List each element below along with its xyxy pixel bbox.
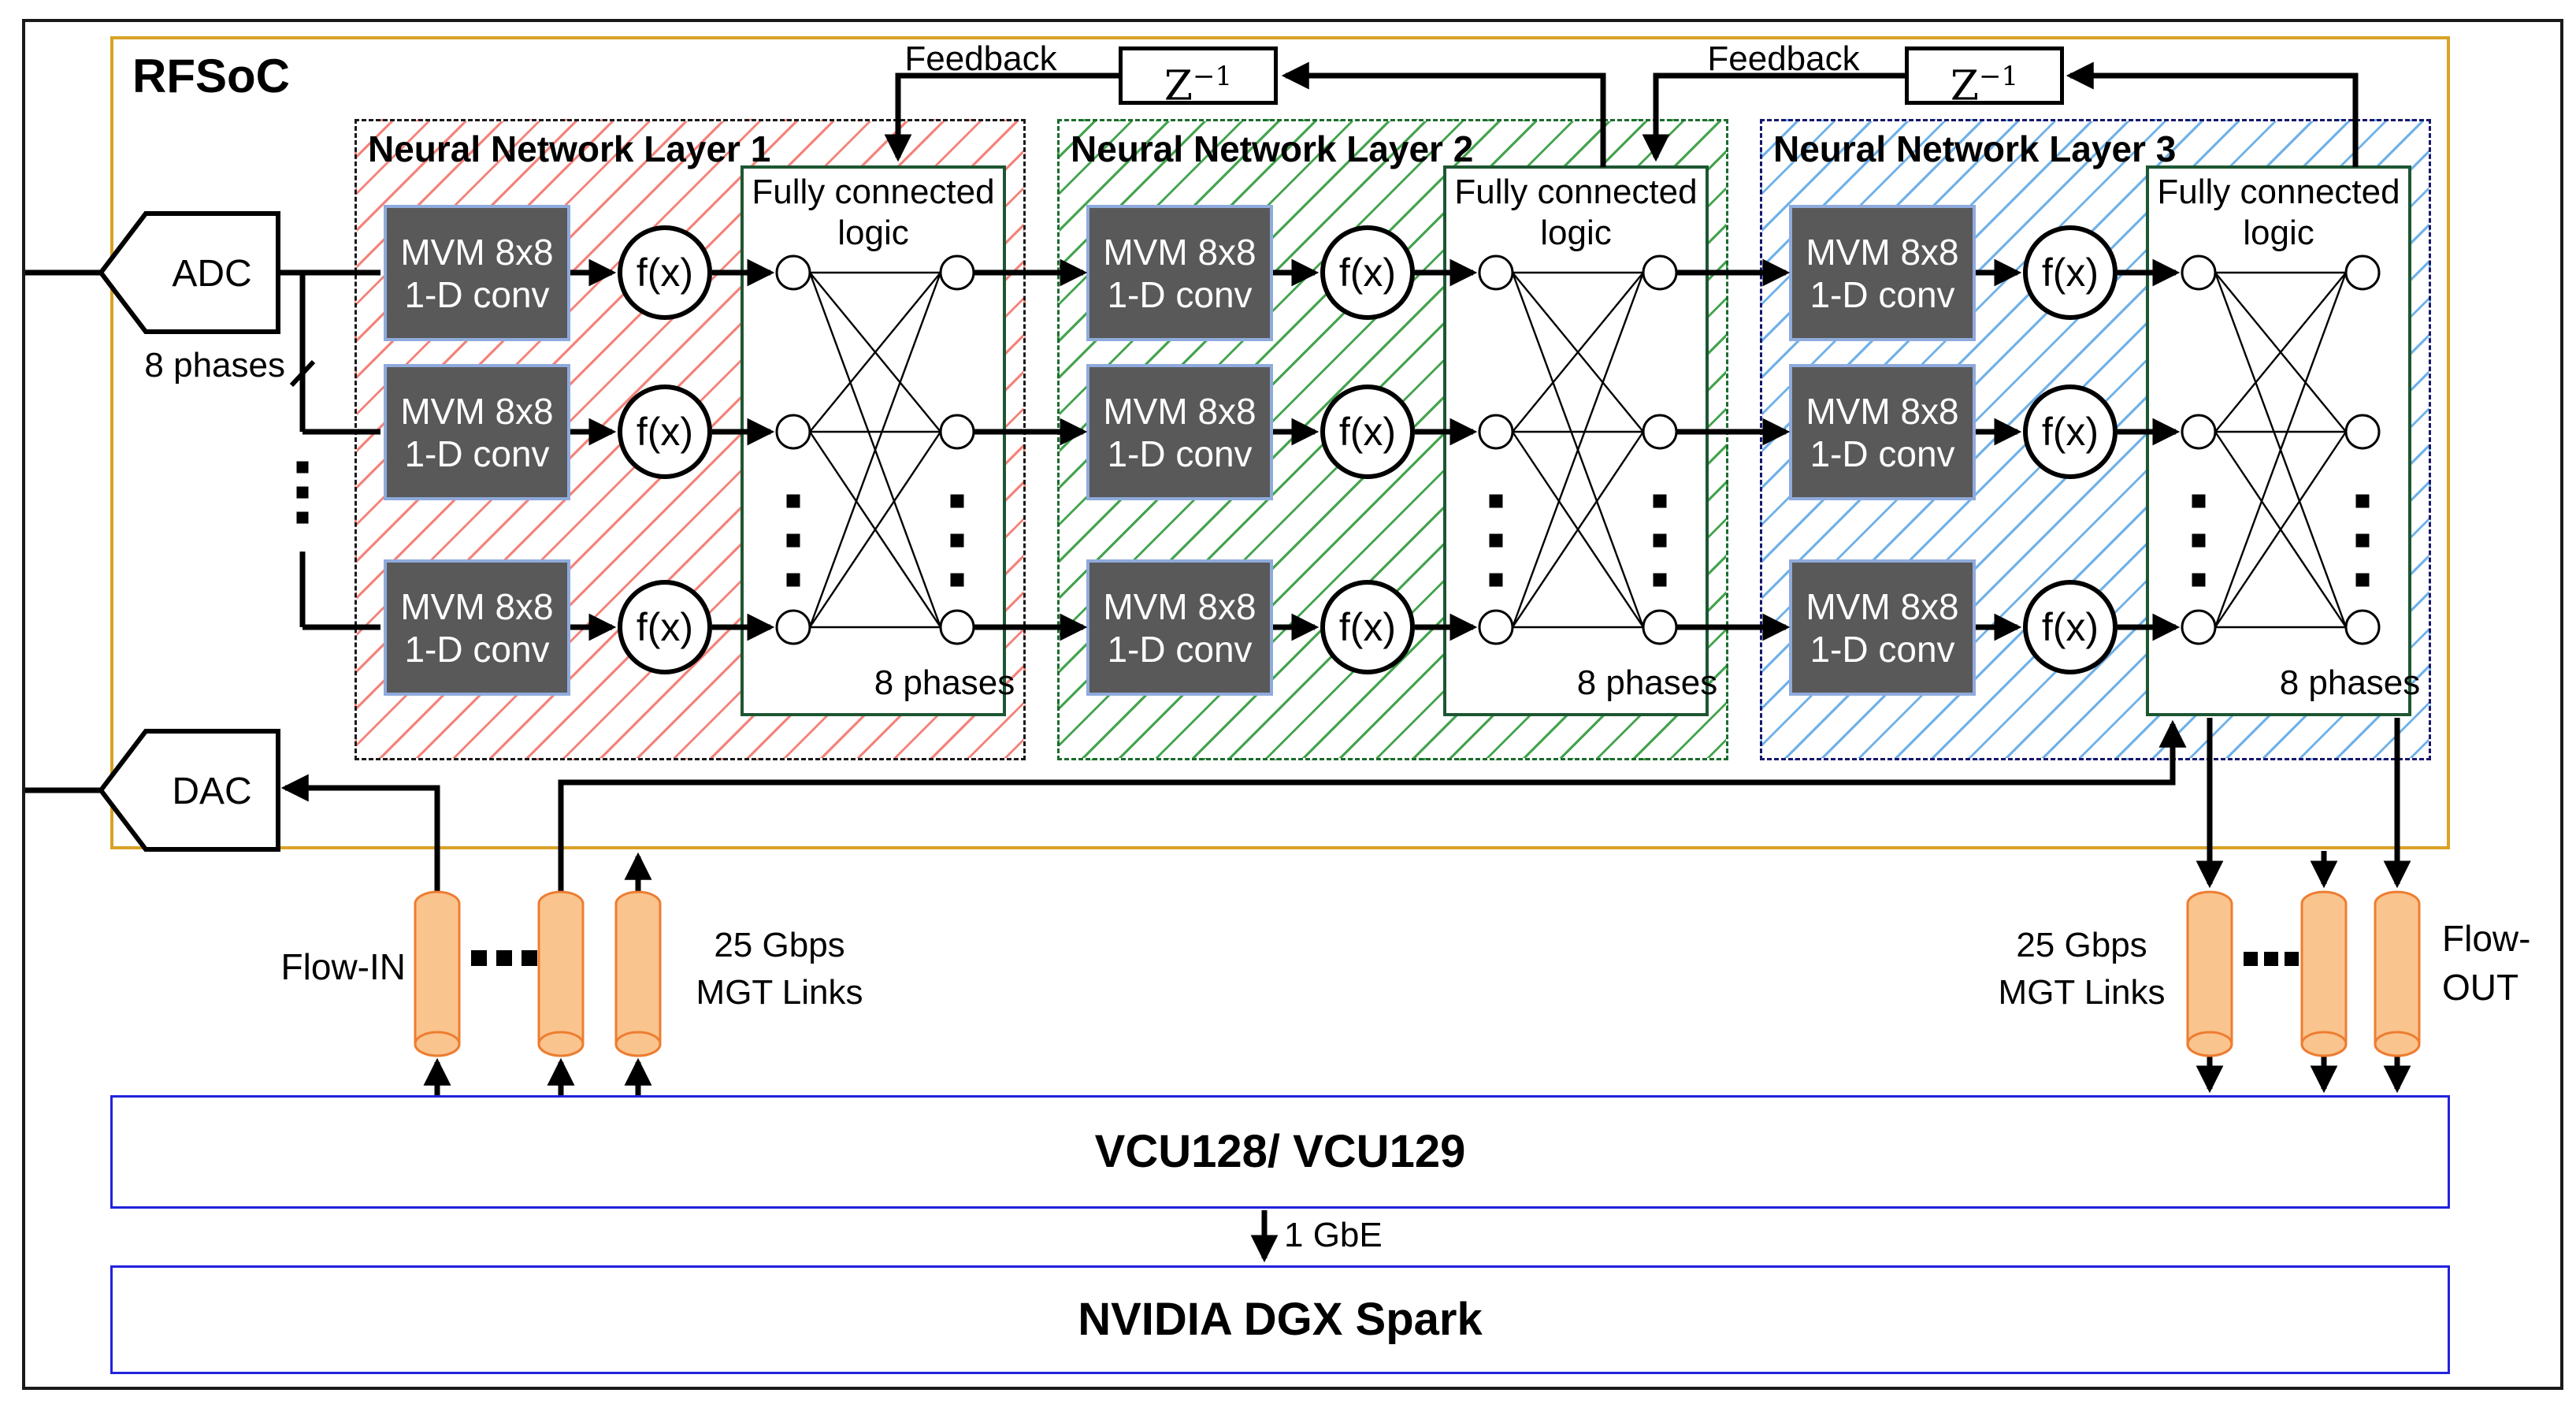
layer-title-1: Neural Network Layer 1: [368, 128, 771, 169]
activation-fx-l2-r3: f(x): [1320, 580, 1415, 674]
activation-fx-l2-r1: f(x): [1320, 225, 1415, 320]
fc-box-3: Fully connected logic 8 phases: [2146, 165, 2420, 716]
dgx-board-box: NVIDIA DGX Spark: [110, 1265, 2450, 1374]
outer-frame: [22, 19, 2563, 1390]
z-delay-box-2: Z−1: [1905, 46, 2064, 110]
activation-fx-l3-r3: f(x): [2023, 580, 2118, 674]
mgt-links-label-left: 25 Gbps MGT Links: [696, 926, 863, 1012]
dac-label: DAC: [172, 771, 252, 812]
feedback-label-1: Feedback: [904, 39, 1057, 78]
activation-fx-l3-r2: f(x): [2023, 385, 2118, 479]
mgt-links-label-right: 25 Gbps MGT Links: [1998, 926, 2166, 1012]
activation-fx-l2-r2: f(x): [1320, 385, 1415, 479]
activation-fx-l1-r2: f(x): [618, 385, 712, 479]
adc-label: ADC: [172, 253, 252, 295]
fc-phases-1: 8 phases: [874, 663, 1015, 702]
flow-in-label: Flow-IN: [280, 946, 406, 987]
activation-fx-l1-r3: f(x): [618, 580, 712, 674]
fc-box-1: Fully connected logic 8 phases: [741, 165, 1015, 716]
layer-title-2: Neural Network Layer 2: [1071, 128, 1474, 169]
flow-out-label: Flow- OUT: [2442, 918, 2531, 1008]
z-delay-box-1: Z−1: [1119, 46, 1278, 110]
layer-title-3: Neural Network Layer 3: [1773, 128, 2177, 169]
fc-box-2: Fully connected logic 8 phases: [1443, 165, 1717, 716]
activation-fx-l1-r1: f(x): [618, 225, 712, 320]
vcu-board-box: VCU128/ VCU129: [110, 1095, 2450, 1209]
fc-title-3: Fully connected logic: [2157, 173, 2400, 252]
feedback-label-2: Feedback: [1707, 39, 1860, 78]
rfsoc-label: RFSoC: [132, 50, 290, 102]
fc-phases-2: 8 phases: [1576, 663, 1718, 702]
gbe-link-label: 1 GbE: [1284, 1216, 1383, 1254]
activation-fx-l3-r1: f(x): [2023, 225, 2118, 320]
fc-title-1: Fully connected logic: [752, 173, 995, 252]
fc-phases-3: 8 phases: [2279, 663, 2421, 702]
fc-title-2: Fully connected logic: [1454, 173, 1698, 252]
bus-width-label: 8 phases: [144, 346, 285, 385]
